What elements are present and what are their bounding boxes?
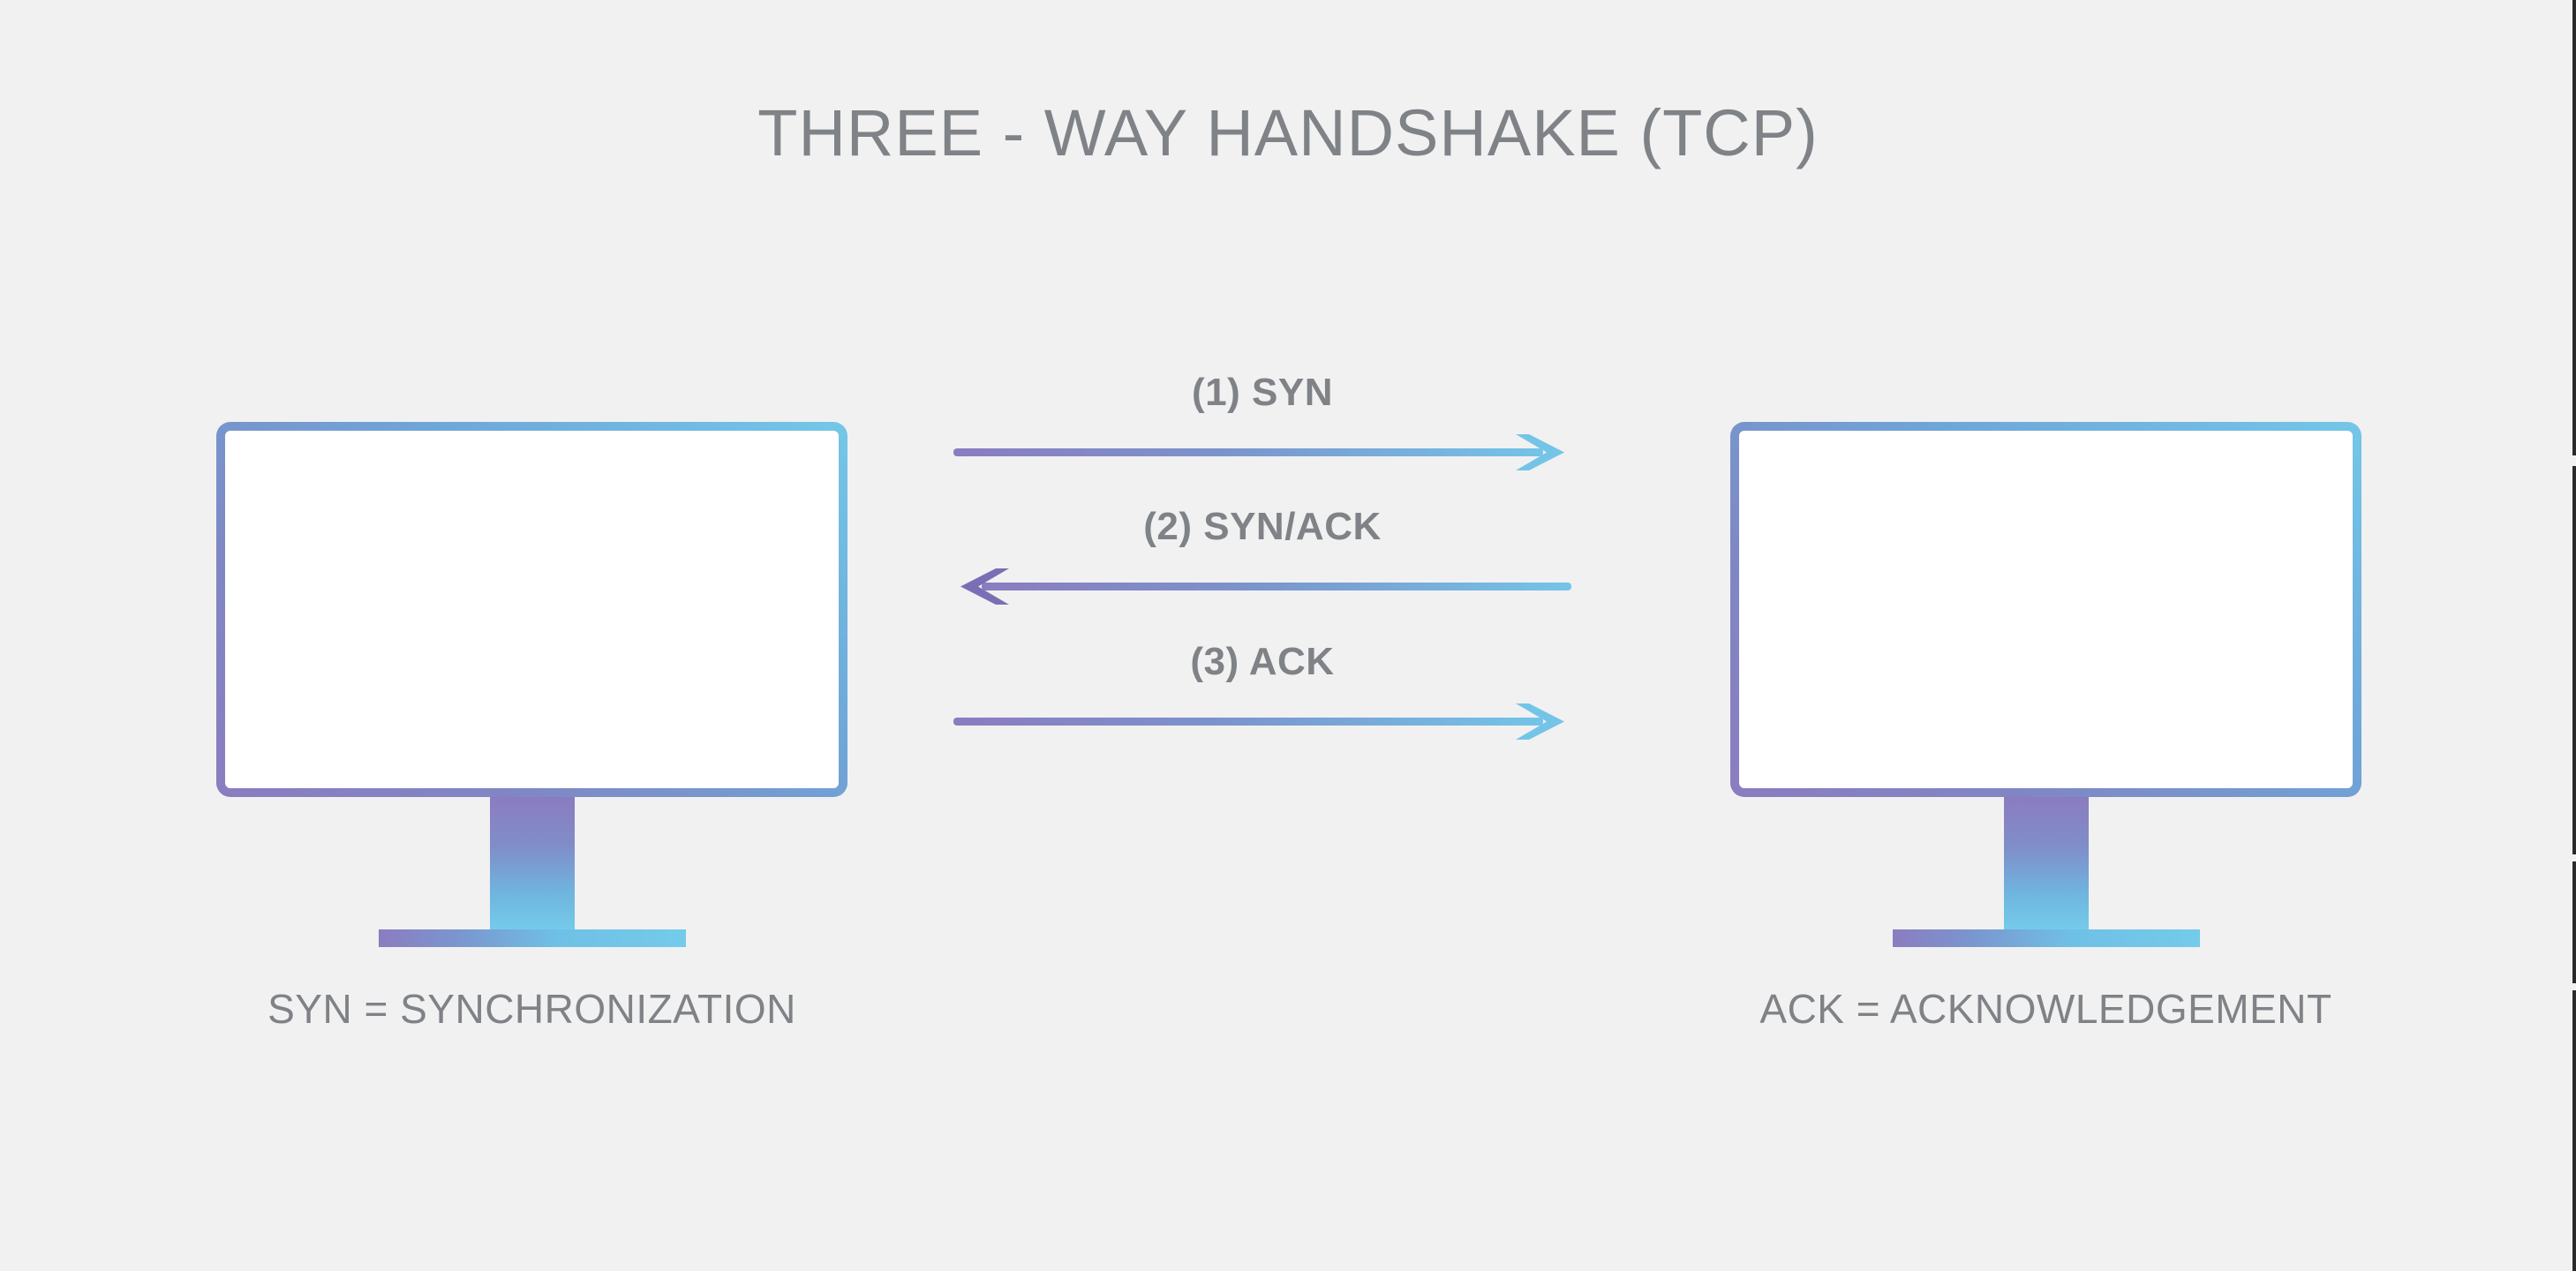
monitor-screen-icon: [216, 422, 847, 797]
message-2-syn-ack: (2) SYN/ACK: [953, 505, 1571, 620]
arrow-left-icon: [960, 568, 1571, 605]
server-caption: ACK = ACKNOWLEDGEMENT: [1759, 986, 2332, 1032]
page-title: THREE - WAY HANDSHAKE (TCP): [757, 96, 1819, 169]
monitor-screen-icon: [1730, 422, 2361, 797]
monitor-stand-base: [1892, 929, 2200, 947]
right-edge-artifact: [2572, 861, 2576, 983]
right-edge-artifact: [2572, 0, 2576, 455]
message-1-label: (1) SYN: [1192, 371, 1333, 414]
right-edge-artifact: [2572, 990, 2576, 1271]
message-3-ack: (3) ACK: [953, 640, 1571, 755]
message-1-syn: (1) SYN: [953, 371, 1571, 485]
monitor-server: ACK = ACKNOWLEDGEMENT: [1730, 422, 2361, 1040]
monitor-stand-base: [378, 929, 686, 947]
client-caption: SYN = SYNCHRONIZATION: [267, 986, 796, 1032]
monitor-stand-neck: [2003, 797, 2089, 929]
message-2-label: (2) SYN/ACK: [1143, 505, 1382, 548]
monitor-stand-neck: [489, 797, 575, 929]
monitor-client: SYN = SYNCHRONIZATION: [216, 422, 847, 1040]
right-edge-artifact: [2572, 466, 2576, 854]
message-3-label: (3) ACK: [1190, 640, 1335, 683]
arrow-right-icon: [953, 703, 1564, 740]
arrow-right-icon: [953, 434, 1564, 470]
